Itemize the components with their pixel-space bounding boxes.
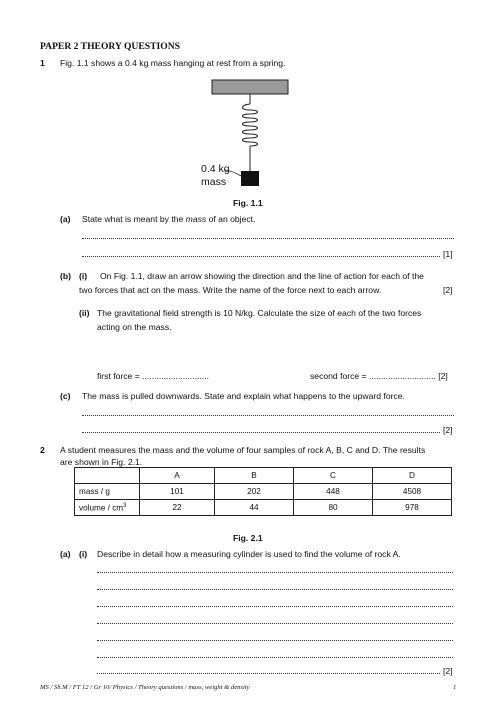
row-label-volume: volume / cm3 bbox=[74, 499, 140, 516]
ceiling-support bbox=[211, 79, 289, 95]
q1bii-line1: The gravitational field strength is 10 N… bbox=[97, 308, 422, 318]
table-header-cell: A bbox=[139, 467, 215, 484]
answer-line[interactable] bbox=[97, 589, 453, 590]
q1bii-line2: acting on the mass. bbox=[97, 322, 172, 332]
question-1-intro: Fig. 1.1 shows a 0.4 kg mass hanging at … bbox=[60, 58, 286, 68]
answer-line[interactable] bbox=[82, 432, 440, 433]
table-header-row: A B C D bbox=[74, 467, 452, 484]
question-2-intro-line2: are shown in Fig. 2.1. bbox=[60, 457, 143, 467]
q1a-marks: [1] bbox=[443, 249, 453, 259]
second-force-answer[interactable]: second force = .........................… bbox=[310, 371, 448, 381]
table-header-cell: C bbox=[293, 467, 373, 484]
spring-coil bbox=[242, 103, 258, 147]
table-header-cell: D bbox=[372, 467, 452, 484]
table-cell: 22 bbox=[139, 499, 215, 516]
answer-line[interactable] bbox=[97, 572, 453, 573]
answer-line[interactable] bbox=[82, 415, 454, 416]
fig-2-1-caption: Fig. 2.1 bbox=[233, 533, 263, 543]
question-2-intro-line1: A student measures the mass and the volu… bbox=[60, 445, 426, 455]
table-cell: 101 bbox=[139, 483, 215, 500]
fig-1-1-mass-word: mass bbox=[201, 176, 227, 188]
q1bi-line2: two forces that act on the mass. Write t… bbox=[79, 285, 382, 295]
table-cell: 80 bbox=[293, 499, 373, 516]
mass-label-pointer bbox=[224, 169, 242, 177]
hanging-mass-block bbox=[241, 171, 259, 186]
fig-1-1-caption: Fig. 1.1 bbox=[233, 198, 263, 208]
q2a-label: (a) bbox=[60, 549, 71, 559]
table-header-cell: B bbox=[214, 467, 294, 484]
page-title: PAPER 2 THEORY QUESTIONS bbox=[40, 41, 180, 52]
table-cell: 978 bbox=[372, 499, 452, 516]
q1bi-label: (i) bbox=[79, 271, 88, 281]
table-row: volume / cm3 22 44 80 978 bbox=[74, 499, 452, 516]
table-cell: 448 bbox=[293, 483, 373, 500]
q1c-marks: [2] bbox=[443, 425, 453, 435]
table-corner-cell bbox=[74, 467, 140, 484]
table-cell: 202 bbox=[214, 483, 294, 500]
row-label-mass: mass / g bbox=[74, 483, 140, 500]
table-cell: 44 bbox=[214, 499, 294, 516]
rock-data-table: A B C D mass / g 101 202 448 4508 volume… bbox=[74, 467, 452, 516]
first-force-answer[interactable]: first force = ..........................… bbox=[97, 371, 209, 381]
page-number: 1 bbox=[453, 684, 457, 691]
q1bi-line1: On Fig. 1.1, draw an arrow showing the d… bbox=[100, 271, 424, 281]
q1bi-marks: [2] bbox=[443, 285, 453, 295]
q1c-label: (c) bbox=[60, 391, 71, 401]
footer-reference: MS / Sh.M / FT 12 / Gr 10/ Physics / The… bbox=[40, 684, 250, 691]
answer-line[interactable] bbox=[97, 623, 453, 624]
answer-line[interactable] bbox=[82, 256, 440, 257]
q1bii-label: (ii) bbox=[79, 308, 90, 318]
question-1-number: 1 bbox=[40, 58, 45, 68]
q1c-question: The mass is pulled downwards. State and … bbox=[82, 391, 405, 401]
table-cell: 4508 bbox=[372, 483, 452, 500]
q2ai-marks: [2] bbox=[443, 666, 453, 676]
answer-line[interactable] bbox=[97, 673, 440, 674]
q1b-label: (b) bbox=[60, 271, 71, 281]
question-2-number: 2 bbox=[40, 445, 45, 455]
table-row: mass / g 101 202 448 4508 bbox=[74, 483, 452, 500]
q1a-label: (a) bbox=[60, 214, 71, 224]
answer-line[interactable] bbox=[97, 640, 453, 641]
answer-line[interactable] bbox=[82, 238, 454, 239]
answer-line[interactable] bbox=[97, 606, 453, 607]
q1a-question: State what is meant by the mass of an ob… bbox=[82, 214, 256, 224]
answer-line[interactable] bbox=[97, 657, 453, 658]
q2ai-label: (i) bbox=[79, 549, 88, 559]
q2ai-question: Describe in detail how a measuring cylin… bbox=[97, 549, 401, 559]
spring-mass-figure bbox=[211, 79, 289, 186]
fig-1-1-mass-value: 0.4 kg bbox=[201, 163, 230, 175]
